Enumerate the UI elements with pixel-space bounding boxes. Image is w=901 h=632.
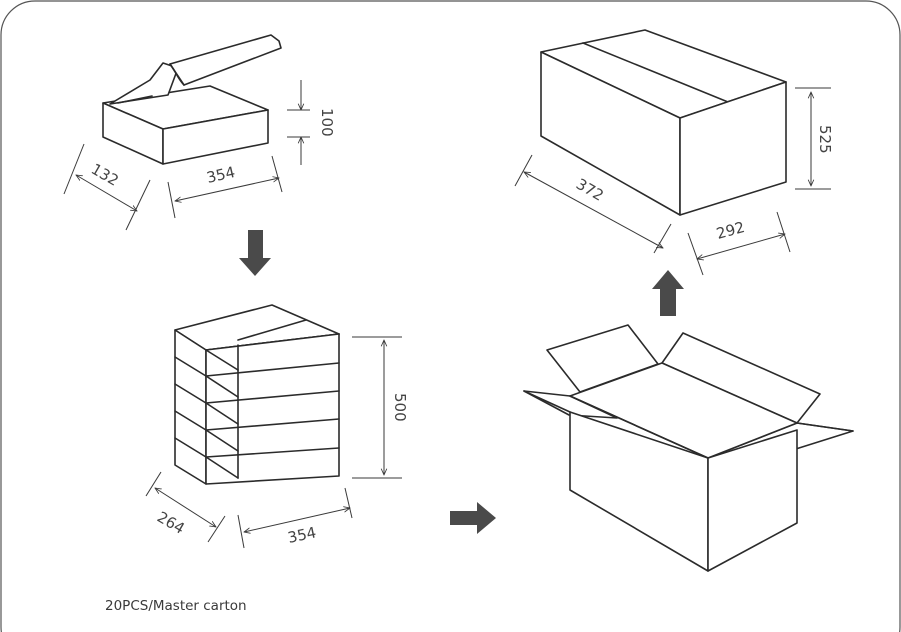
- master-carton-height-label: 525: [816, 125, 834, 154]
- caption: 20PCS/Master carton: [105, 598, 247, 614]
- stack-width-label: 264: [154, 508, 188, 538]
- master-carton-width-label: 292: [714, 218, 746, 243]
- single-box-height-label: 100: [318, 108, 336, 137]
- open-carton: [523, 324, 854, 572]
- master-carton-width-dim: 292: [687, 211, 791, 276]
- right-arrow-icon: [450, 502, 496, 534]
- stack-length-label: 354: [286, 523, 318, 547]
- single-box-height-dim: 100: [287, 80, 336, 165]
- stack-height-label: 500: [391, 393, 409, 422]
- up-arrow-icon: [652, 270, 684, 316]
- single-box-length-dim: 354: [167, 155, 283, 219]
- box-stack: [174, 304, 340, 485]
- stack-length-dim: 354: [237, 487, 353, 549]
- master-carton: [540, 29, 787, 216]
- single-box-width-dim: 132: [63, 143, 151, 231]
- down-arrow-icon: [239, 230, 271, 276]
- master-carton-length-label: 372: [573, 175, 607, 205]
- single-box-length-label: 354: [205, 163, 237, 187]
- stack-height-dim: 500: [352, 336, 409, 479]
- master-carton-height-dim: 525: [795, 87, 834, 190]
- single-box: [102, 34, 282, 165]
